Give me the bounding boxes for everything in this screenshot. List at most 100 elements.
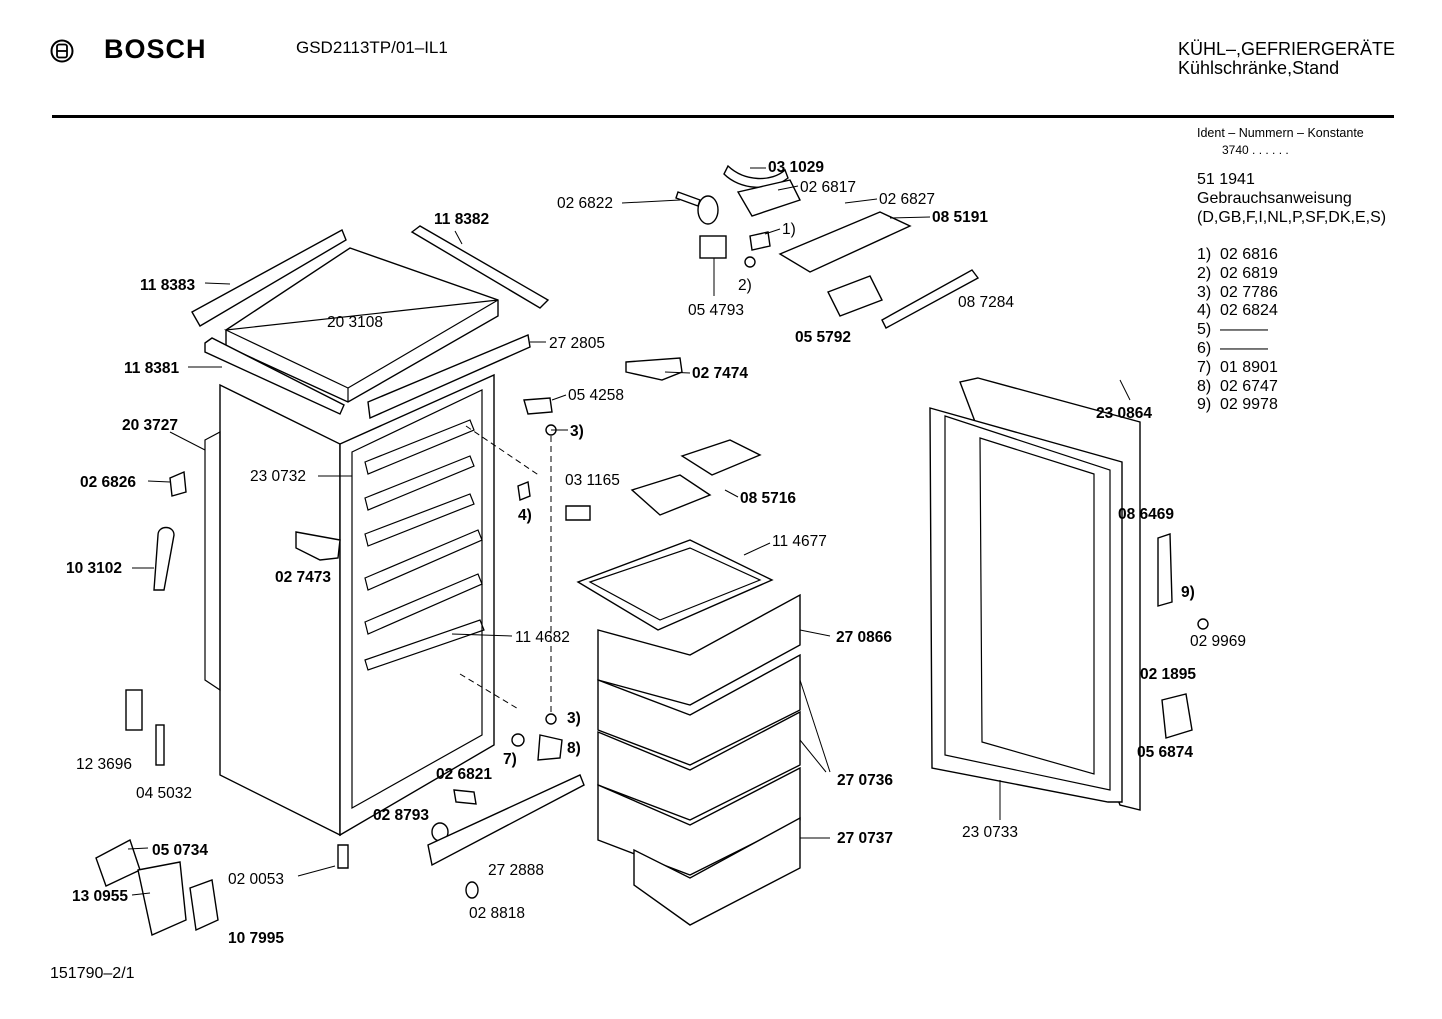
ident-heading: Ident – Nummern – Konstante (1197, 126, 1364, 140)
footnote-part-number: 02 7786 (1220, 283, 1278, 301)
door-gasket (929, 407, 1123, 803)
part-number-label: 11 8383 (140, 277, 196, 294)
footnote-part-number: 01 8901 (1220, 358, 1278, 376)
part-number-label: 08 5191 (932, 209, 988, 226)
part-number-label: 12 3696 (76, 756, 132, 773)
part-number-label: 02 1895 (1140, 666, 1196, 683)
part-number-label: 02 6822 (557, 195, 613, 212)
part-number-label: 02 0053 (228, 871, 284, 888)
part-number-label: 10 7995 (228, 930, 284, 947)
part-number-label: 20 3727 (122, 417, 178, 434)
footnote-number: 5) (1197, 321, 1212, 339)
part-number-label: 20 3108 (327, 314, 383, 331)
part-number-label: 05 6874 (1137, 744, 1193, 761)
part-number-label: 05 0734 (152, 842, 208, 859)
footnote-number: 1) (1197, 246, 1212, 263)
part-number-label: 13 0955 (72, 888, 128, 905)
bosch-logo-icon (50, 39, 74, 63)
part-number-label: 9) (1181, 584, 1195, 601)
part-number-label: 27 0736 (837, 772, 893, 789)
part-number-label: 02 6821 (436, 766, 492, 783)
manual-number: 51 1941 (1197, 171, 1255, 188)
footnote-number: 8) (1197, 377, 1212, 395)
header-divider (52, 115, 1394, 118)
footnote-number: 4) (1197, 302, 1212, 320)
part-number-label: 7) (503, 751, 517, 768)
drawer-top (597, 593, 801, 706)
part-number-label: 11 4682 (515, 629, 570, 646)
part-number-label: 10 3102 (66, 560, 122, 577)
manual-languages: (D,GB,F,I,NL,P,SF,DK,E,S) (1197, 209, 1387, 226)
footnote-part-number: ——— (1220, 340, 1268, 357)
handle-fridge (295, 357, 683, 561)
part-number-label: 3) (570, 423, 584, 440)
ident-constant: 3740 . . . . . . (1222, 143, 1289, 157)
part-number-label: 27 2888 (488, 862, 544, 879)
front-trim-strip (204, 337, 345, 415)
footnote-number: 2) (1197, 264, 1212, 282)
manual-title: Gebrauchsanweisung (1197, 190, 1352, 207)
leader-lines (127, 167, 1131, 896)
drawer-lid (576, 539, 774, 631)
part-number-label: 11 8381 (124, 360, 180, 377)
part-number-label: 8) (567, 740, 581, 757)
footnote-number: 6) (1197, 340, 1212, 357)
part-number-label: 3) (567, 710, 581, 727)
part-number-label: 11 8382 (434, 211, 489, 228)
part-number-label: 02 8818 (469, 905, 525, 922)
part-number-label: 08 7284 (958, 294, 1014, 311)
drawer-tray (633, 816, 801, 926)
footnote-part-number: 02 6747 (1220, 377, 1278, 395)
footnote-number: 7) (1197, 358, 1212, 376)
footnote-part-number: 02 6824 (1220, 302, 1278, 320)
category-subtitle: Kühlschränke,Stand (1178, 58, 1340, 78)
part-number-label: 11 4677 (772, 533, 827, 550)
part-number-label: 27 0866 (836, 629, 892, 646)
wire-shelves (364, 419, 485, 671)
part-number-label: 2) (738, 277, 752, 294)
drawer-bottom (597, 766, 801, 876)
cabinet-body (204, 373, 495, 837)
part-number-label: 02 6826 (80, 474, 136, 491)
part-number-label: 08 5716 (740, 490, 796, 507)
compressor-parts (95, 838, 219, 936)
part-number-label: 23 0733 (962, 824, 1018, 841)
category-title: KÜHL–,GEFRIERGERÄTE (1178, 39, 1396, 59)
part-number-label: 02 7473 (275, 569, 331, 586)
footnote-part-number: 02 9978 (1220, 396, 1278, 414)
top-rail-right (410, 225, 550, 309)
part-number-label: 03 1165 (565, 472, 620, 489)
part-number-label: 05 4258 (568, 387, 624, 404)
footnote-part-number: ——— (1220, 321, 1268, 339)
part-number-label: 02 6817 (800, 179, 856, 196)
part-number-label: 05 4793 (688, 302, 744, 319)
part-number-label: 23 0732 (250, 468, 306, 485)
part-number-label: 03 1029 (768, 159, 824, 176)
misc-small-parts (125, 397, 1209, 899)
part-number-label: 02 8793 (373, 807, 429, 824)
footnote-number: 9) (1197, 396, 1212, 414)
top-rail-left (191, 229, 347, 327)
drawing-number: 151790–2/1 (50, 965, 135, 982)
part-number-label: 02 6827 (879, 191, 935, 208)
brand-name: BOSCH (104, 34, 207, 64)
part-number-label: 02 7474 (692, 365, 748, 382)
footnote-part-number: 02 6816 (1220, 246, 1278, 263)
drawer-middle-2 (597, 710, 801, 821)
part-number-label: 1) (782, 221, 796, 238)
ice-trays (630, 439, 762, 516)
part-number-label: 23 0864 (1096, 405, 1152, 422)
footnote-number: 3) (1197, 283, 1212, 301)
drawer-middle-1 (597, 653, 801, 766)
part-number-label: 27 0737 (837, 830, 893, 847)
part-number-label: 08 6469 (1118, 506, 1174, 523)
part-number-label: 02 9969 (1190, 633, 1246, 650)
model-number: GSD2113TP/01–IL1 (296, 38, 448, 57)
footnote-part-number: 02 6819 (1220, 264, 1278, 282)
part-number-label: 4) (518, 507, 532, 524)
part-number-label: 27 2805 (549, 335, 605, 352)
part-number-label: 04 5032 (136, 785, 192, 802)
control-trim-strip (367, 334, 531, 420)
